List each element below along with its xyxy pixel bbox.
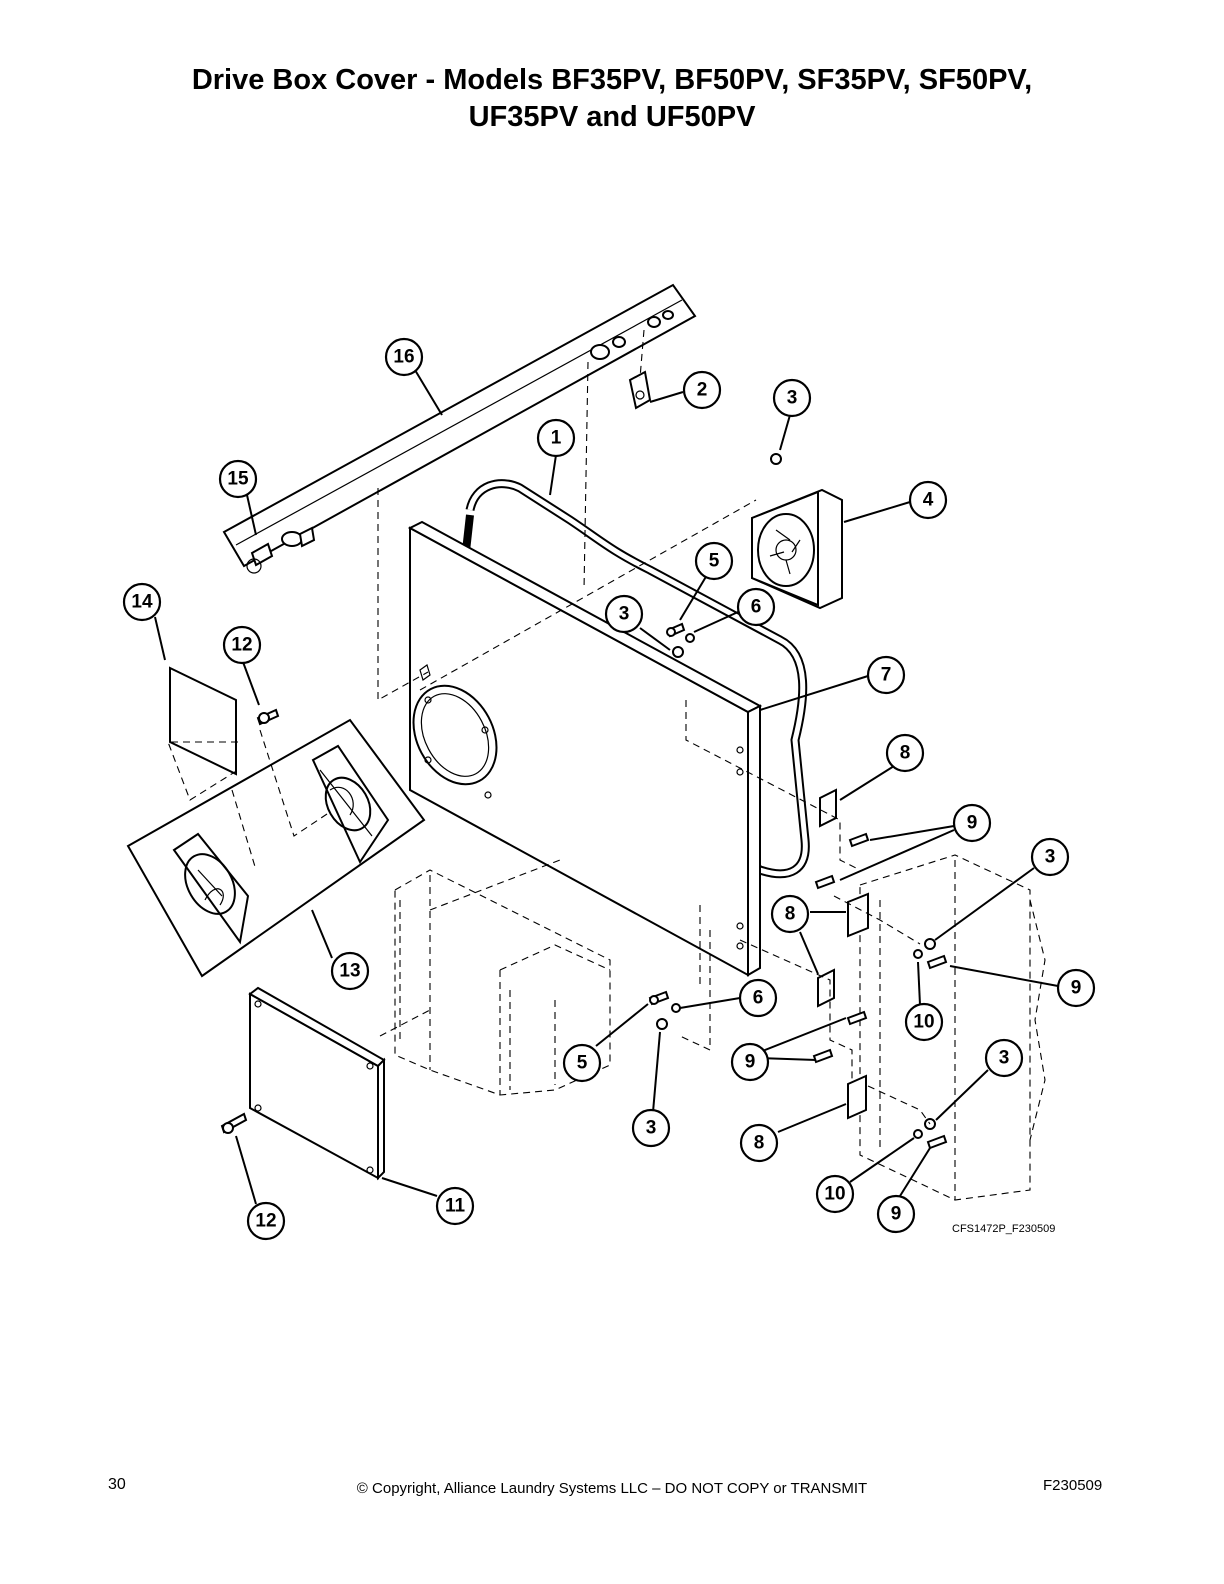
fan-guard-assembly	[126, 718, 426, 978]
leader-lines	[154, 369, 1059, 1205]
callout-6: 6	[736, 587, 776, 627]
svg-text:3: 3	[1045, 847, 1056, 868]
svg-text:6: 6	[753, 988, 764, 1009]
callout-8: 8	[739, 1123, 779, 1163]
title-line-1: Drive Box Cover - Models BF35PV, BF50PV,…	[191, 64, 1033, 96]
copyright-notice: © Copyright, Alliance Laundry Systems LL…	[356, 1480, 868, 1497]
callout-10: 10	[815, 1174, 855, 1214]
access-panel	[220, 986, 386, 1181]
svg-text:12: 12	[231, 635, 252, 656]
page-number: 30	[108, 1476, 126, 1493]
callout-9: 9	[730, 1042, 770, 1082]
svg-text:4: 4	[923, 490, 934, 511]
alignment-lines	[167, 329, 931, 1125]
svg-text:3: 3	[646, 1118, 657, 1139]
callout-9: 9	[1056, 968, 1096, 1008]
svg-text:2: 2	[697, 380, 708, 401]
callout-12: 12	[246, 1201, 286, 1241]
callout-15: 15	[218, 459, 258, 499]
svg-text:12: 12	[255, 1211, 276, 1232]
callout-9: 9	[876, 1194, 916, 1234]
svg-text:15: 15	[227, 469, 249, 490]
svg-text:5: 5	[577, 1053, 588, 1074]
callout-3: 3	[1030, 837, 1070, 877]
svg-text:14: 14	[131, 592, 153, 613]
callout-13: 13	[330, 951, 370, 991]
svg-text:7: 7	[881, 665, 892, 686]
callout-2: 2	[682, 370, 722, 410]
svg-text:9: 9	[1071, 978, 1082, 999]
svg-text:16: 16	[393, 347, 414, 368]
callout-3: 3	[631, 1108, 671, 1148]
callout-7: 7	[866, 655, 906, 695]
svg-text:3: 3	[619, 604, 630, 625]
hinge-brackets	[817, 788, 869, 1120]
callout-11: 11	[435, 1186, 475, 1226]
filter-pad	[169, 666, 237, 776]
callout-10: 10	[904, 1002, 944, 1042]
small-hardware	[648, 453, 948, 1150]
callout-4: 4	[908, 480, 948, 520]
svg-text:5: 5	[709, 551, 720, 572]
callout-8: 8	[885, 733, 925, 773]
figure-code: CFS1472P_F230509	[952, 1223, 1056, 1235]
callout-12: 12	[222, 625, 262, 665]
callout-1: 1	[536, 418, 576, 458]
callout-8: 8	[770, 894, 810, 934]
svg-text:3: 3	[999, 1048, 1010, 1069]
callout-6: 6	[738, 978, 778, 1018]
svg-text:8: 8	[785, 904, 796, 925]
callout-5: 5	[562, 1043, 602, 1083]
screw-upper	[256, 708, 280, 726]
page-title: Drive Box Cover - Models BF35PV, BF50PV,…	[0, 62, 1224, 136]
callout-14: 14	[122, 582, 162, 622]
svg-text:6: 6	[751, 597, 762, 618]
svg-text:8: 8	[900, 743, 911, 764]
svg-text:1: 1	[551, 428, 562, 449]
main-cover-panel	[407, 520, 763, 977]
document-code: F230509	[1043, 1477, 1103, 1494]
svg-text:13: 13	[339, 961, 360, 982]
svg-text:10: 10	[913, 1012, 934, 1033]
svg-text:3: 3	[787, 388, 798, 409]
trim-strip-hardware	[590, 310, 674, 410]
title-line-2: UF35PV and UF50PV	[468, 101, 756, 133]
svg-text:8: 8	[754, 1133, 765, 1154]
lock-part	[246, 526, 316, 574]
callout-3: 3	[604, 594, 644, 634]
trim-strip	[222, 283, 697, 568]
svg-text:9: 9	[967, 813, 978, 834]
cooling-fan	[751, 488, 843, 610]
callout-9: 9	[952, 803, 992, 843]
svg-text:9: 9	[891, 1204, 902, 1225]
callout-3: 3	[984, 1038, 1024, 1078]
svg-text:9: 9	[745, 1052, 756, 1073]
callout-5: 5	[694, 541, 734, 581]
drive-box-cabinet-outline	[394, 854, 1046, 1201]
svg-text:10: 10	[824, 1184, 845, 1205]
callout-3: 3	[772, 378, 812, 418]
svg-text:11: 11	[445, 1196, 466, 1217]
callout-16: 16	[384, 337, 424, 377]
